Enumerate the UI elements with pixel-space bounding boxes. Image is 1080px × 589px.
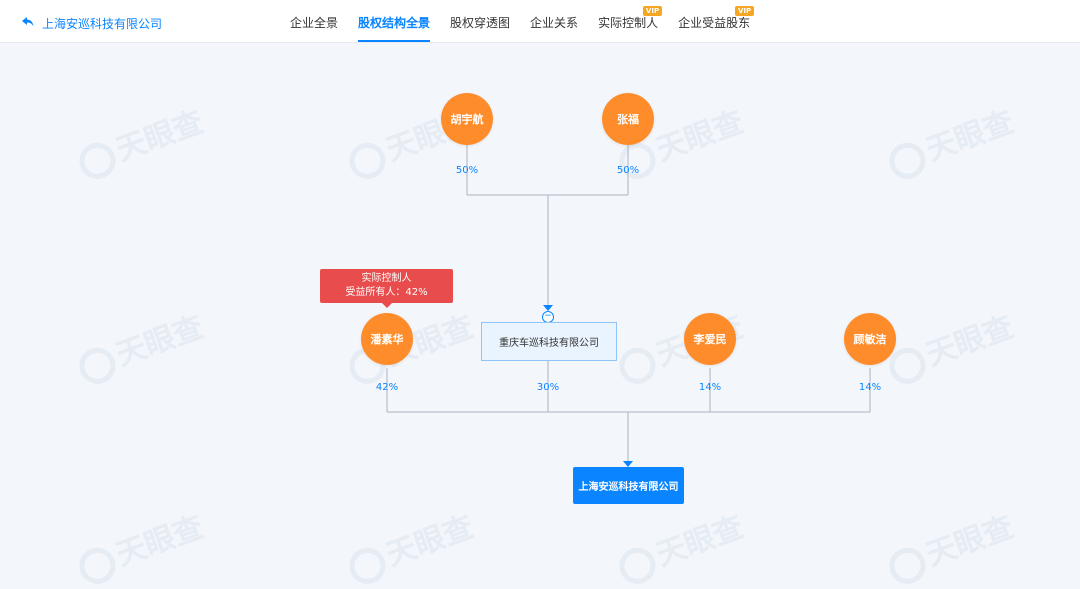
shareholder-node[interactable]: 李爱民 <box>684 313 736 365</box>
company-title: 上海安巡科技有限公司 <box>42 16 163 31</box>
vip-badge: VIP <box>642 6 663 16</box>
back-arrow-icon <box>22 16 34 31</box>
equity-chart-canvas[interactable]: 天眼查 天眼查 天眼查 天眼查 天眼查 天眼查 天眼查 天眼查 天眼查 天眼查 … <box>0 43 1080 589</box>
view-tabs: 企业全景 股权结构全景 股权穿透图 企业关系 实际控制人 VIP 企业受益股东 … <box>290 0 770 42</box>
share-percent: 14% <box>698 382 722 393</box>
shareholder-node[interactable]: 潘素华 <box>361 313 413 365</box>
arrow-head <box>543 305 553 311</box>
share-percent: 14% <box>858 382 882 393</box>
shareholder-node[interactable]: 张福 <box>602 93 654 145</box>
share-percent: 50% <box>455 165 479 176</box>
share-percent: 50% <box>616 165 640 176</box>
actual-controller-tag: 实际控制人 受益所有人：42% <box>320 269 453 308</box>
tab-actual-controller[interactable]: 实际控制人 VIP <box>598 0 663 42</box>
tab-beneficial-owners[interactable]: 企业受益股东 VIP <box>678 0 755 42</box>
tab-equity-penetration[interactable]: 股权穿透图 <box>450 16 511 30</box>
vip-badge: VIP <box>734 6 755 16</box>
connector-lines <box>386 142 871 467</box>
tab-overview[interactable]: 企业全景 <box>290 16 339 30</box>
shareholder-node[interactable]: 顾敏洁 <box>844 313 896 365</box>
share-percent: 30% <box>536 382 560 393</box>
shareholder-node[interactable]: 胡宇航 <box>441 93 493 145</box>
tab-relations[interactable]: 企业关系 <box>530 16 579 30</box>
target-company-node[interactable]: 上海安巡科技有限公司 <box>573 467 684 504</box>
share-percent: 42% <box>375 382 399 393</box>
tab-equity-structure[interactable]: 股权结构全景 <box>358 0 431 42</box>
back-link[interactable]: 上海安巡科技有限公司 <box>22 13 162 33</box>
intermediate-company-node[interactable]: 重庆车巡科技有限公司 <box>481 322 617 361</box>
top-nav-bar: 上海安巡科技有限公司 企业全景 股权结构全景 股权穿透图 企业关系 实际控制人 … <box>0 0 1080 43</box>
arrow-head <box>623 461 633 467</box>
